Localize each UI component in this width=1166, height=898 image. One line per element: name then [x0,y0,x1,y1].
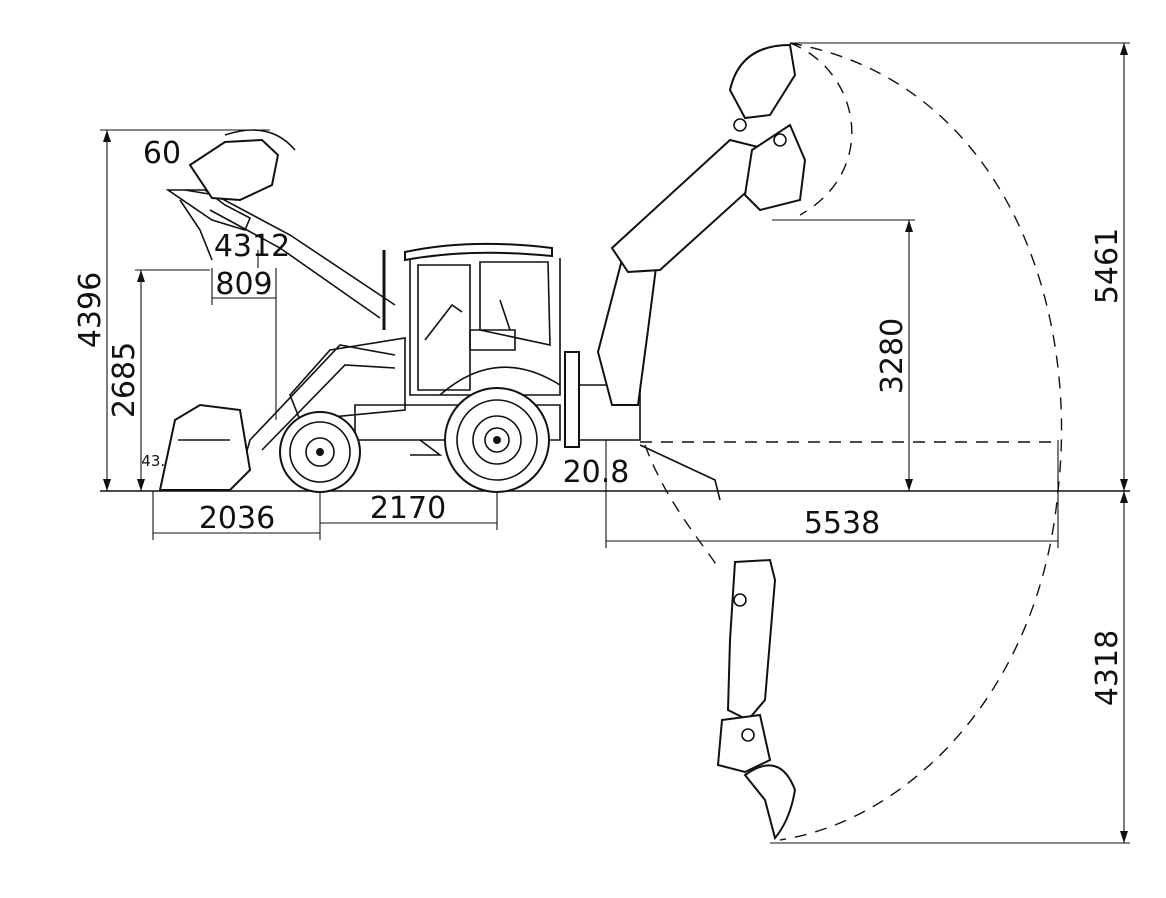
dim-5538 [605,440,1059,548]
dim-3280 [772,219,915,491]
label-2685: 2685 [107,342,142,418]
backhoe-raised [596,43,807,406]
reach-envelope-arc [779,42,1063,841]
front-loader-raised [165,129,396,319]
label-809: 809 [215,267,272,302]
backhoe-lowered [639,444,797,841]
label-3280: 3280 [875,318,910,394]
label-4318: 4318 [1090,630,1125,706]
label-2036: 2036 [199,501,275,536]
dim-5461-4318 [770,42,1130,844]
pivot-swing-arc [644,444,721,571]
dim-809 [211,268,277,420]
front-loader-lowered [158,344,396,491]
dim-2036-2170 [152,491,498,540]
rear-wheel [444,387,550,493]
label-5538: 5538 [804,506,880,541]
label-2170: 2170 [370,491,446,526]
label-4396: 4396 [73,272,108,348]
bucket-curl-arc [789,42,853,216]
dim-4396 [100,129,270,491]
label-20-8: 20.8 [563,455,630,490]
front-wheel [279,411,361,493]
label-5461: 5461 [1090,228,1125,304]
label-60: 60 [143,136,181,171]
dim-2685 [135,269,210,491]
